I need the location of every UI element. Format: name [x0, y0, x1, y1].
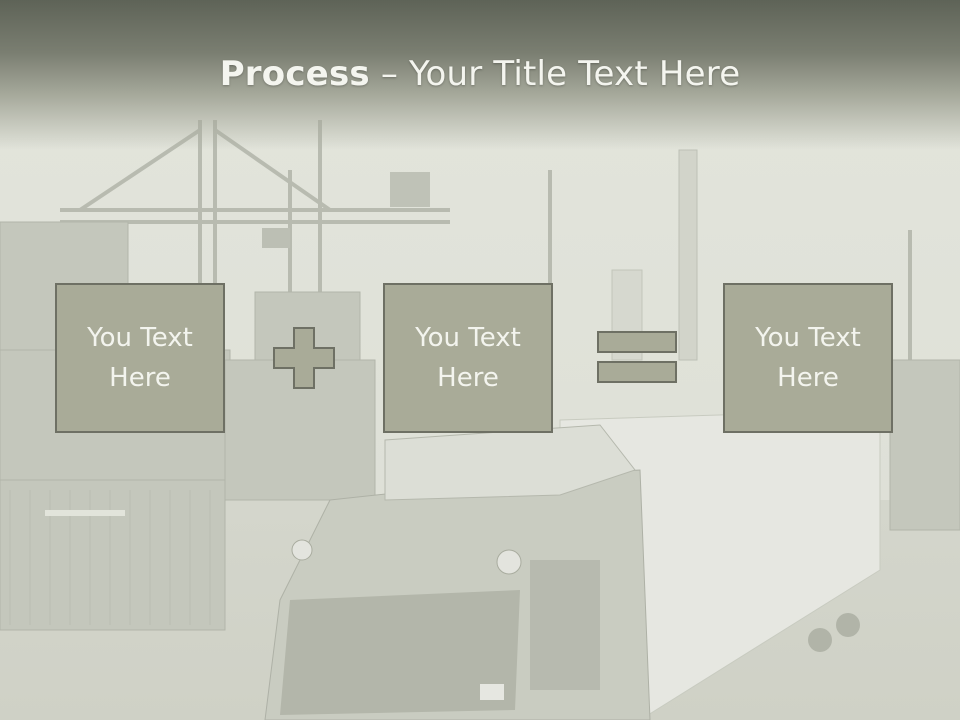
slide-title: Process – Your Title Text Here [0, 54, 960, 94]
plus-icon [273, 327, 335, 389]
equals-icon [597, 331, 677, 385]
title-rest: – Your Title Text Here [369, 54, 741, 94]
process-box-2[interactable]: You Text Here [383, 283, 553, 433]
title-band [0, 0, 960, 150]
title-strong: Process [219, 54, 370, 94]
process-box-1[interactable]: You Text Here [55, 283, 225, 433]
process-box-3[interactable]: You Text Here [723, 283, 893, 433]
